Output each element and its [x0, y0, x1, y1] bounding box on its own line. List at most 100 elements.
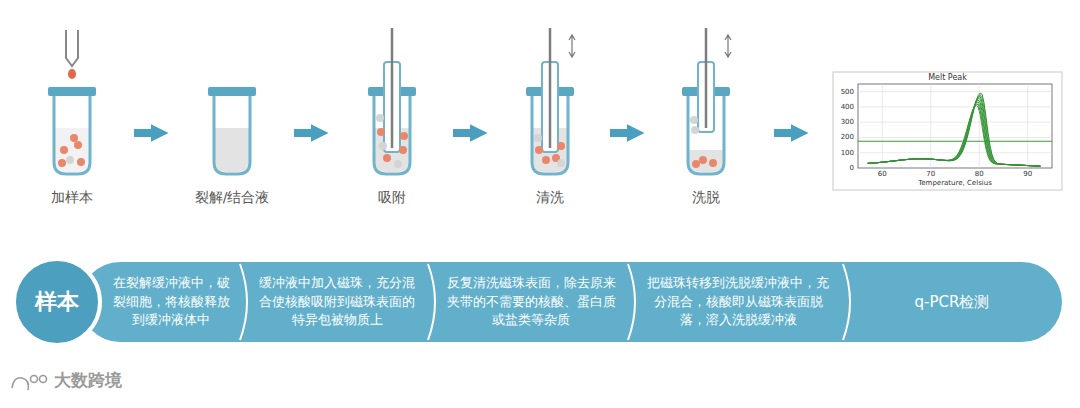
bead	[376, 114, 384, 122]
bead	[557, 142, 565, 150]
tube	[682, 28, 731, 174]
band-segment: 把磁珠转移到洗脱缓冲液中，充分混合，核酸即从磁珠表面脱落，溶入洗脱缓冲液	[638, 264, 838, 340]
pipette	[66, 30, 78, 66]
bead	[557, 159, 565, 167]
chart-title: Melt Peak	[928, 73, 967, 83]
axis-tick: 0	[850, 165, 854, 172]
flow-arrow	[610, 129, 634, 137]
band-segment: 缓冲液中加入磁珠，充分混合使核酸吸附到磁珠表面的特异包被物质上	[250, 264, 424, 340]
grid-line	[858, 91, 1052, 92]
bead	[699, 156, 707, 164]
sample-drop	[68, 69, 76, 79]
axis-tick: 300	[841, 119, 854, 126]
rod-core	[705, 28, 708, 128]
logo-stroke	[12, 378, 28, 390]
bead	[58, 159, 66, 167]
axis-title: Temperature, Celsius	[918, 180, 992, 187]
axis-tick: 100	[841, 149, 854, 156]
bead	[383, 154, 391, 162]
tube-rim	[208, 87, 256, 96]
band-segment: q-PCR检测	[852, 264, 1052, 340]
liquid	[55, 128, 89, 172]
node-text: 反复清洗磁珠表面，除去原来夹带的不需要的核酸、蛋白质或盐类等杂质	[442, 274, 620, 331]
grid-line	[858, 137, 1052, 138]
step-caption-box: 吸附	[347, 70, 437, 206]
watermark: 大数跨境	[54, 372, 122, 389]
axis-tick: 200	[841, 134, 854, 141]
tube	[208, 87, 256, 174]
bead	[692, 160, 700, 168]
axis-tick: 80	[975, 171, 984, 178]
tube	[368, 28, 416, 174]
bead	[377, 128, 385, 136]
tube	[48, 30, 96, 174]
liquid	[689, 150, 723, 172]
plot-area	[858, 84, 1052, 168]
motion-arrow	[569, 35, 575, 57]
tube-body	[214, 96, 250, 174]
bead	[60, 146, 68, 154]
process-band	[80, 262, 1062, 342]
node-text: 裂解/结合液	[195, 189, 270, 206]
bead	[70, 134, 78, 142]
bead	[399, 146, 407, 154]
bead	[77, 158, 85, 166]
melt-curve	[868, 102, 1041, 166]
node-text: q-PCR检测	[915, 293, 990, 311]
threshold-line	[858, 141, 1052, 142]
band-divider	[628, 264, 635, 340]
bead	[74, 141, 82, 149]
bead	[534, 134, 542, 142]
melt-curve	[868, 93, 1041, 166]
liquid	[215, 128, 249, 172]
chart-frame	[833, 72, 1062, 190]
axis-tick: 70	[926, 171, 935, 178]
band-divider	[240, 264, 247, 340]
grid-line	[858, 106, 1052, 107]
bead	[400, 132, 408, 140]
bead	[542, 156, 550, 164]
melt-curve	[868, 95, 1041, 167]
melt-curve	[868, 106, 1041, 167]
bead	[535, 146, 543, 154]
grid-line	[930, 84, 931, 168]
axis-tick: 500	[841, 88, 854, 95]
step-caption-box: 清洗	[505, 70, 595, 206]
bead	[379, 142, 387, 150]
logo-dot	[40, 376, 47, 383]
bead	[394, 160, 402, 168]
flow-arrow	[774, 129, 798, 137]
node-text: 样本	[35, 289, 79, 315]
step-caption-box: 洗脱	[661, 70, 751, 206]
melt-peak-plot	[858, 84, 1052, 168]
node-text: 吸附	[378, 189, 406, 206]
motion-arrow	[725, 35, 731, 57]
melt-curve	[868, 97, 1041, 167]
tube-illustrations	[48, 28, 731, 174]
node-text: 洗脱	[692, 189, 720, 206]
melt-curve	[868, 100, 1041, 166]
node-text: 清洗	[536, 189, 564, 206]
tube-body	[54, 96, 90, 174]
melt-curve	[868, 99, 1041, 167]
tube	[526, 28, 575, 174]
axis-tick: 60	[878, 171, 887, 178]
node-text: 加样本	[51, 189, 93, 206]
flow-arrow	[134, 129, 158, 137]
node-text: 把磁珠转移到洗脱缓冲液中，充分混合，核酸即从磁珠表面脱落，溶入洗脱缓冲液	[642, 274, 834, 331]
axis-tick: 400	[841, 103, 854, 110]
band-divider	[843, 264, 850, 340]
axis-tick: 90	[1023, 171, 1032, 178]
grid-line	[858, 122, 1052, 123]
logo-dot	[31, 376, 38, 383]
flow-arrow	[294, 129, 318, 137]
sample-circle	[14, 259, 100, 345]
step-caption-box: 裂解/结合液	[187, 70, 277, 206]
band-divider	[428, 264, 435, 340]
band-segment: 反复清洗磁珠表面，除去原来夹带的不需要的核酸、蛋白质或盐类等杂质	[438, 264, 624, 340]
band-dividers	[240, 264, 850, 340]
bead	[690, 116, 698, 124]
bead	[709, 159, 717, 167]
bead	[66, 156, 74, 164]
